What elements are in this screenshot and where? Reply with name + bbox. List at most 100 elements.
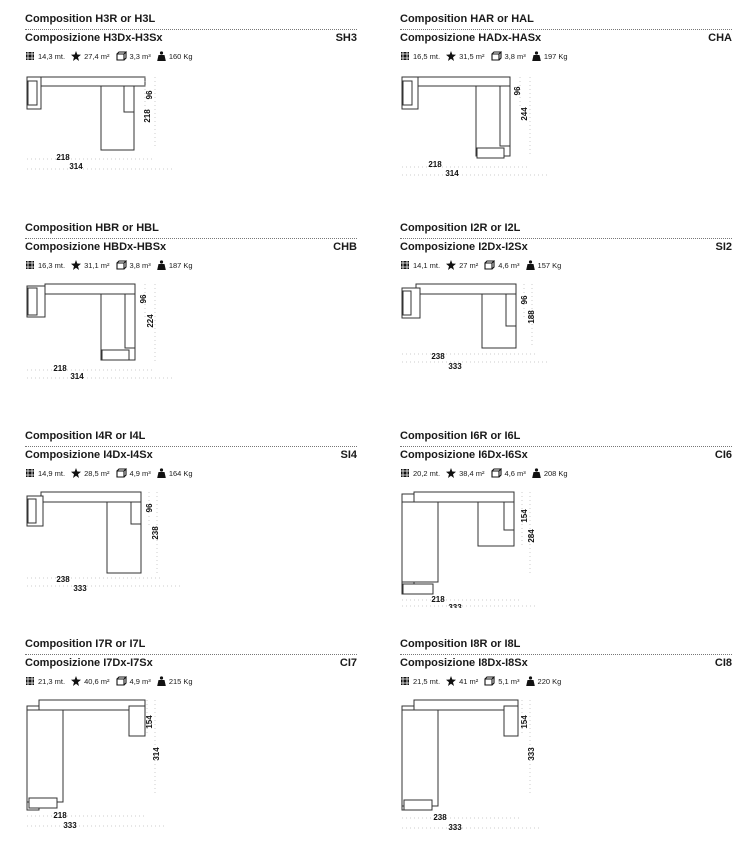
spec-row: 14,3 mt. 27,4 m² 3,3 m³ 160 Kg [25, 50, 199, 62]
dimension-label: 188 [527, 310, 536, 324]
dotted-divider [400, 238, 732, 239]
sofa-armrest [27, 287, 38, 316]
composition-title-it: Composizione I2Dx-I2Sx [400, 241, 528, 253]
volume-icon [115, 676, 127, 686]
composition-title-en: Composition I6R or I6L [400, 430, 521, 442]
composition-card-i4: Composition I4R or I4L Composizione I4Dx… [25, 430, 357, 630]
dimension-label: 284 [527, 529, 536, 543]
spec-row: 14,1 mt. 27 m² 4,6 m³ 157 Kg [400, 259, 567, 271]
area-icon [446, 676, 457, 686]
sofa-back-module [124, 293, 136, 349]
spec-volume: 4,9 m³ [115, 676, 151, 686]
sofa-armrest [27, 80, 38, 106]
spec-row: 21,5 mt. 41 m² 5,1 m³ 220 Kg [400, 675, 567, 687]
composition-title-it: Composizione I6Dx-I6Sx [400, 449, 528, 461]
sofa-armrest [402, 290, 412, 316]
composition-title-it: Composizione I8Dx-I8Sx [400, 657, 528, 669]
spec-weight: 157 Kg [525, 260, 561, 270]
dimension-label: 238 [433, 813, 447, 822]
spec-length: 14,1 mt. [400, 260, 440, 270]
spec-weight: 197 Kg [532, 51, 568, 61]
volume-icon [115, 468, 127, 478]
dimension-guides [27, 284, 175, 379]
composition-code: SH3 [335, 32, 357, 44]
sofa-armrest [403, 799, 433, 811]
composition-code: SI4 [340, 449, 357, 461]
spec-area: 40,6 m² [71, 676, 110, 686]
dimension-label: 218 [431, 595, 445, 604]
spec-weight: 164 Kg [157, 468, 193, 478]
sofa-back-module [503, 501, 515, 531]
area-icon [71, 468, 82, 478]
area-icon [446, 468, 457, 478]
weight-icon [157, 468, 166, 478]
dimension-label: 218 [53, 364, 67, 373]
volume-icon [484, 676, 496, 686]
dimension-label: 96 [144, 504, 153, 513]
sofa-back-module [40, 491, 142, 503]
composition-title-it: Composizione I4Dx-I4Sx [25, 449, 153, 461]
composition-title-en: Composition H3R or H3L [25, 13, 156, 25]
dimension-label: 154 [520, 715, 529, 729]
dimension-label: 96 [138, 295, 147, 304]
sofa-back-module [413, 491, 515, 503]
spec-area: 28,5 m² [71, 468, 110, 478]
dimension-guides [27, 492, 180, 587]
dimension-label: 154 [520, 509, 529, 523]
sofa-seat-module [503, 705, 519, 737]
area-icon [446, 260, 457, 270]
dimension-label: 333 [448, 823, 462, 832]
sofa-seat-module [26, 709, 64, 803]
composition-title-en: Composition I8R or I8L [400, 638, 521, 650]
dimension-label: 238 [56, 575, 70, 584]
dimension-label: 218 [56, 153, 70, 162]
spec-length: 16,5 mt. [400, 51, 440, 61]
sofa-back-module [130, 501, 142, 525]
dimension-guides [402, 700, 540, 829]
volume-icon [115, 51, 127, 61]
composition-diagram: 154 284 218 333 [401, 491, 536, 608]
dimension-label: 238 [431, 352, 445, 361]
dimension-label: 244 [520, 107, 529, 121]
dimension-label: 96 [519, 296, 528, 305]
spec-weight: 220 Kg [525, 676, 561, 686]
spec-length: 16,3 mt. [25, 260, 65, 270]
weight-icon [532, 51, 541, 61]
composition-title-it: Composizione HBDx-HBSx [25, 241, 167, 253]
volume-icon [484, 260, 496, 270]
sofa-back-module [505, 293, 517, 327]
length-icon [25, 468, 35, 478]
composition-title-it: Composizione H3Dx-H3Sx [25, 32, 163, 44]
composition-card-i2: Composition I2R or I2L Composizione I2Dx… [400, 222, 732, 422]
dimension-label: 314 [69, 162, 83, 171]
area-icon [446, 51, 457, 61]
spec-area: 27 m² [446, 260, 478, 270]
spec-row: 16,3 mt. 31,1 m² 3,8 m³ 187 Kg [25, 259, 199, 271]
dimension-guides [27, 700, 165, 827]
dimension-guides [27, 77, 175, 170]
dotted-divider [400, 446, 732, 447]
sofa-back-module [499, 85, 511, 147]
spec-volume: 3,8 m³ [115, 260, 151, 270]
composition-diagram: 96 188 238 333 [401, 283, 550, 371]
spec-volume: 3,3 m³ [115, 51, 151, 61]
sofa-back-module [26, 76, 146, 87]
spec-area: 31,5 m² [446, 51, 485, 61]
spec-row: 20,2 mt. 38,4 m² 4,6 m³ 208 Kg [400, 467, 574, 479]
dimension-guides [402, 77, 550, 176]
area-icon [71, 676, 82, 686]
composition-card-i6: Composition I6R or I6L Composizione I6Dx… [400, 430, 732, 630]
dotted-divider [400, 29, 732, 30]
composition-card-i7: Composition I7R or I7L Composizione I7Dx… [25, 638, 357, 838]
dimension-label: 333 [527, 747, 536, 761]
composition-diagram: 154 314 218 333 [26, 699, 165, 830]
spec-volume: 4,9 m³ [115, 468, 151, 478]
area-icon [71, 260, 82, 270]
sofa-armrest [101, 349, 130, 361]
spec-length: 21,5 mt. [400, 676, 440, 686]
composition-code: SI2 [715, 241, 732, 253]
composition-diagram: 96 218 218 314 [26, 76, 175, 171]
weight-icon [157, 51, 166, 61]
composition-title-en: Composition I4R or I4L [25, 430, 146, 442]
sofa-seat-module [128, 705, 146, 737]
